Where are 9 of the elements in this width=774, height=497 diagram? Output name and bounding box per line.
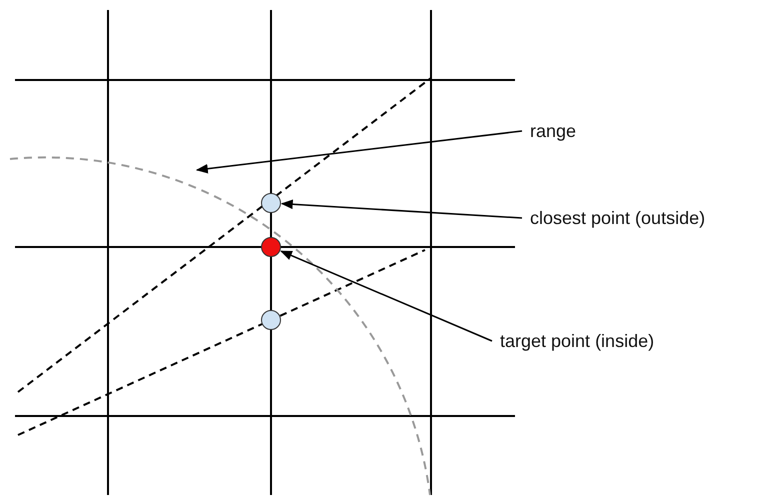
leader-line	[196, 130, 522, 174]
leader-line	[280, 250, 492, 342]
callout-label: closest point (outside)	[530, 207, 706, 229]
leader-line	[280, 200, 522, 219]
point-marker	[261, 237, 281, 257]
callout-label: target point (inside)	[500, 330, 654, 352]
point-marker	[261, 310, 281, 330]
callout-label: range	[530, 120, 576, 142]
point-marker	[261, 193, 281, 213]
